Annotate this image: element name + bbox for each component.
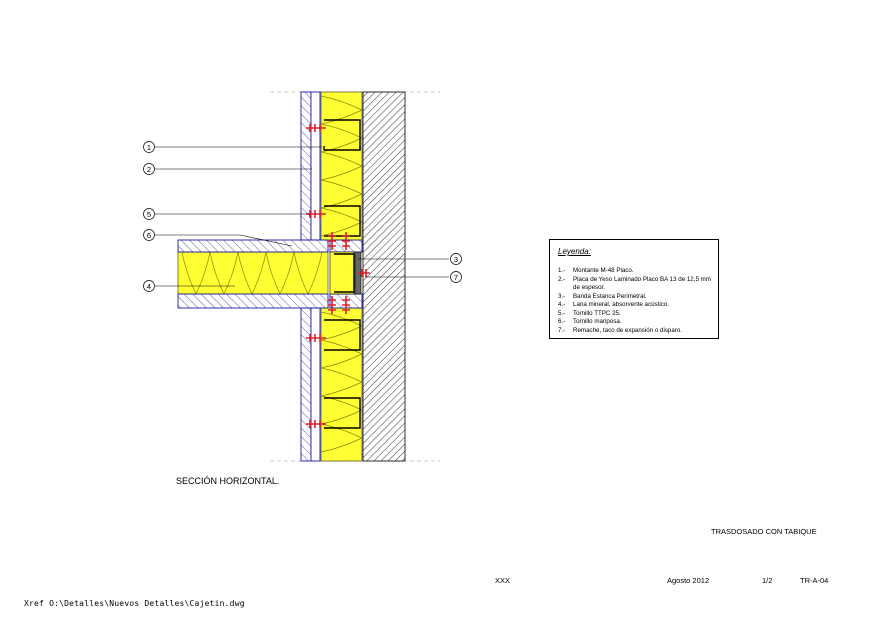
- legend-box: Leyenda: 1.-Montante M-48 Placo. 2.-Plac…: [549, 239, 719, 339]
- legend-item: 7.-Remache, taco de expansión o disparo.: [558, 326, 683, 334]
- callout-2: 2: [147, 165, 151, 174]
- title-block-date: Agosto 2012: [667, 576, 710, 585]
- studs: [323, 119, 361, 429]
- vertical-plasterboards: [300, 91, 321, 462]
- callout-circles: [143, 141, 462, 292]
- partition-plasterboards: [177, 239, 363, 309]
- masonry-wall: [362, 91, 406, 462]
- legend-item: 3.-Banda Estanca Perimetral.: [558, 292, 647, 300]
- title-block-reference: TR-A-04: [800, 576, 829, 585]
- section-title: SECCIÓN HORIZONTAL.: [176, 476, 280, 486]
- callout-3: 3: [454, 255, 458, 264]
- callout-7: 7: [454, 273, 458, 282]
- screws: [306, 124, 370, 428]
- legend-item: 5.-Tornillo TTPC 25.: [558, 309, 621, 317]
- callout-numbers: 1 2 5 6 4 3 7: [147, 143, 458, 291]
- partition-insulation: [177, 251, 329, 295]
- drawing-name: TRASDOSADO CON TABIQUE: [711, 527, 817, 536]
- legend-item: 6.-Tornillo mariposa.: [558, 318, 622, 325]
- callout-4: 4: [147, 282, 151, 291]
- legend-title: Leyenda:: [558, 247, 591, 256]
- leader-lines: [155, 146, 449, 287]
- title-block-code: XXX: [495, 576, 511, 585]
- callout-6: 6: [147, 231, 151, 240]
- legend-list: 1.-Montante M-48 Placo. 2.-Placa de Yeso…: [558, 267, 716, 335]
- title-block-sheet: 1/2: [762, 576, 773, 585]
- junction-profile: [329, 251, 362, 295]
- xref-path: Xref O:\Detalles\Nuevos Detalles\Cajetin…: [24, 599, 245, 608]
- legend-item: 4.-Lana mineral, absorvente acústico.: [558, 301, 669, 308]
- vertical-insulation: [320, 91, 363, 462]
- callout-5: 5: [147, 210, 151, 219]
- legend-item: 2.-Placa de Yeso Laminado Placo BA 13 de…: [558, 275, 711, 292]
- legend-item: 1.-Montante M-48 Placo.: [558, 267, 634, 274]
- callout-1: 1: [147, 143, 151, 152]
